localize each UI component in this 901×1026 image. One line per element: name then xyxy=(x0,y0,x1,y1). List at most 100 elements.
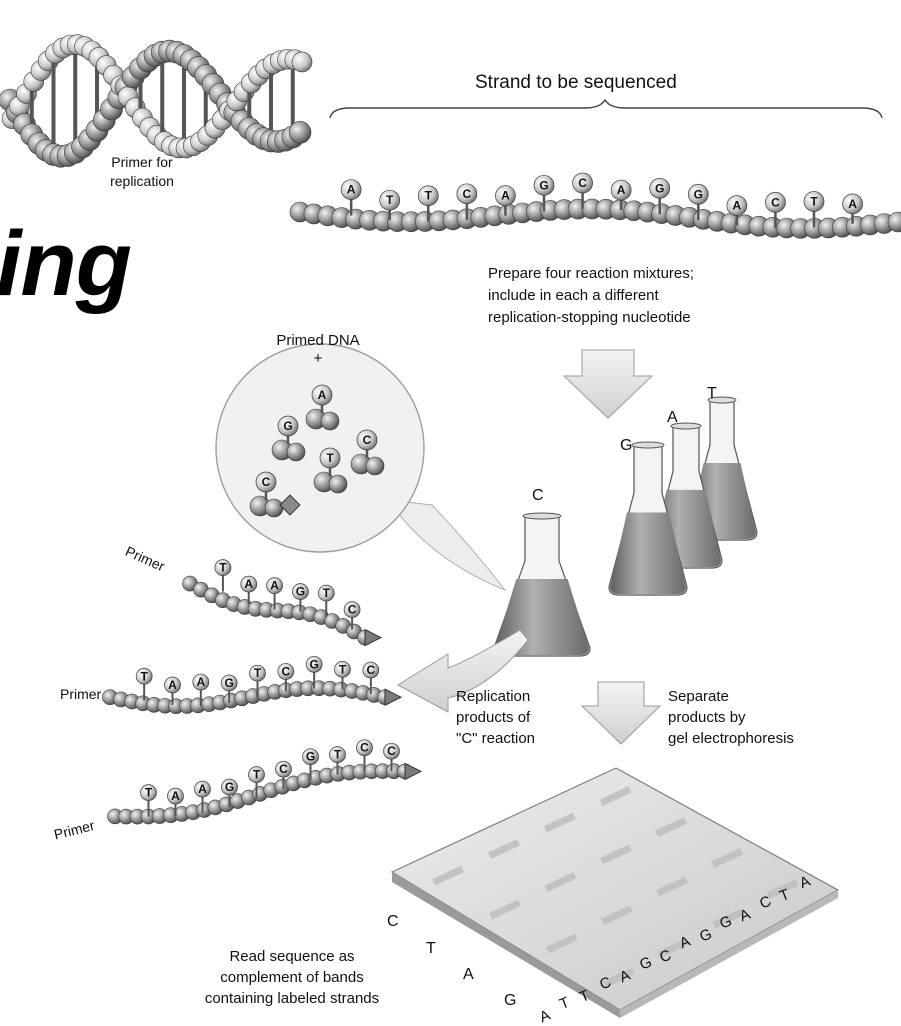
nucleotide-letter: T xyxy=(326,451,334,465)
label-line: Read sequence as xyxy=(192,946,392,967)
product-base: C xyxy=(384,743,400,759)
product-base: T xyxy=(136,668,152,684)
nucleotide-letter: C xyxy=(281,664,290,678)
nucleotide-letter: T xyxy=(323,586,331,600)
product-strand: TAAGTCGTC xyxy=(103,656,402,713)
label-line: replication xyxy=(92,172,192,191)
product-base: C xyxy=(278,663,294,679)
strand-brace xyxy=(330,100,882,118)
product-base: T xyxy=(249,767,265,783)
nucleotide-letter: G xyxy=(694,187,703,201)
product-base: T xyxy=(250,665,266,681)
product-base: A xyxy=(241,576,257,592)
flask xyxy=(494,513,590,656)
nucleotide-letter: A xyxy=(347,183,356,197)
bead xyxy=(289,121,311,143)
template-base: A xyxy=(843,194,863,214)
strand-end-marker xyxy=(365,630,381,646)
label-line: complement of bands xyxy=(192,967,392,988)
product-base: T xyxy=(330,747,346,763)
nucleotide-letter: A xyxy=(171,789,180,803)
product-base: G xyxy=(306,656,322,672)
replication-products: TAAGTCTAAGTCGTCTAAGTCGTCC xyxy=(103,560,422,825)
nucleotide-letter: A xyxy=(501,189,510,203)
nucleotide-letter: C xyxy=(262,475,271,489)
nucleotide-letter: G xyxy=(539,178,548,192)
title-fragment: ing xyxy=(0,212,131,317)
primer-label-2: Primer xyxy=(60,685,101,704)
nucleotide-letter: C xyxy=(771,195,780,209)
bead xyxy=(321,412,339,430)
bead xyxy=(265,499,283,517)
bead xyxy=(329,475,347,493)
nucleotide-letter: A xyxy=(244,577,253,591)
nucleotide-letter: G xyxy=(225,780,234,794)
product-base: C xyxy=(357,740,373,756)
read-sequence-label: Read sequence as complement of bands con… xyxy=(192,946,392,1009)
gel-letter: T xyxy=(426,940,436,958)
gel-letter: G xyxy=(504,992,516,1010)
nucleotide-letter: A xyxy=(848,197,857,211)
template-base: C xyxy=(573,173,593,193)
nucleotide-letter: C xyxy=(360,741,369,755)
nucleotide-letter: G xyxy=(224,676,233,690)
template-base: C xyxy=(457,184,477,204)
product-base: C xyxy=(344,602,360,618)
strand-label: Strand to be sequenced xyxy=(475,73,677,92)
template-base: A xyxy=(495,186,515,206)
label-line: Separate xyxy=(668,686,794,707)
template-base: G xyxy=(650,178,670,198)
bubble-nucleotide: A xyxy=(312,385,332,405)
nucleotide-letter: T xyxy=(253,768,261,782)
product-base: G xyxy=(222,779,238,795)
nucleotide-letter: G xyxy=(306,750,315,764)
nucleotide-letter: A xyxy=(733,199,742,213)
nucleotide-letter: T xyxy=(254,666,262,680)
nucleotide-letter: T xyxy=(425,189,433,203)
nucleotide-letter: G xyxy=(296,585,305,599)
template-base: T xyxy=(418,186,438,206)
gel-letter: C xyxy=(387,913,399,931)
product-strand: T A A G T C xyxy=(183,560,382,646)
label-line: "C" reaction xyxy=(456,728,535,749)
prepare-mixtures-label: Prepare four reaction mixtures; include … xyxy=(488,263,694,329)
label-line: products by xyxy=(668,707,794,728)
product-base: A xyxy=(168,788,184,804)
prepare-arrow xyxy=(564,350,652,418)
nucleotide-letter: C xyxy=(279,762,288,776)
flask-letter-a: A xyxy=(667,409,678,427)
strand-end-marker xyxy=(405,763,421,779)
bead xyxy=(366,457,384,475)
nucleotide-letter: T xyxy=(386,193,394,207)
primed-dna-label: Primed DNA + xyxy=(262,332,374,368)
template-base: A xyxy=(341,180,361,200)
primer-for-replication-label: Primer for replication xyxy=(92,153,192,191)
label-line: gel electrophoresis xyxy=(668,728,794,749)
nucleotide-letter: A xyxy=(270,579,279,593)
separate-products-label: Separate products by gel electrophoresis xyxy=(668,686,794,749)
label-line: products of xyxy=(456,707,535,728)
template-base: A xyxy=(611,180,631,200)
separate-arrow xyxy=(582,682,660,744)
bead xyxy=(287,443,305,461)
label-line: Primer for xyxy=(92,153,192,172)
nucleotide-letter: T xyxy=(339,662,347,676)
nucleotide-letter: T xyxy=(145,786,153,800)
nucleotide-letter: A xyxy=(198,782,207,796)
flask-letter-g: G xyxy=(620,437,632,455)
template-base: T xyxy=(804,191,824,211)
nucleotide-letter: G xyxy=(655,181,664,195)
label-line: containing labeled strands xyxy=(192,988,392,1009)
label-line: replication-stopping nucleotide xyxy=(488,307,694,329)
flask-letter-t: T xyxy=(707,385,717,403)
bead xyxy=(292,52,312,72)
product-base: A xyxy=(193,674,209,690)
nucleotide-letter: C xyxy=(348,603,357,617)
nucleotide-letter: C xyxy=(387,744,396,758)
template-base: T xyxy=(380,190,400,210)
nucleotide-letter: T xyxy=(219,561,227,575)
product-base: G xyxy=(221,675,237,691)
